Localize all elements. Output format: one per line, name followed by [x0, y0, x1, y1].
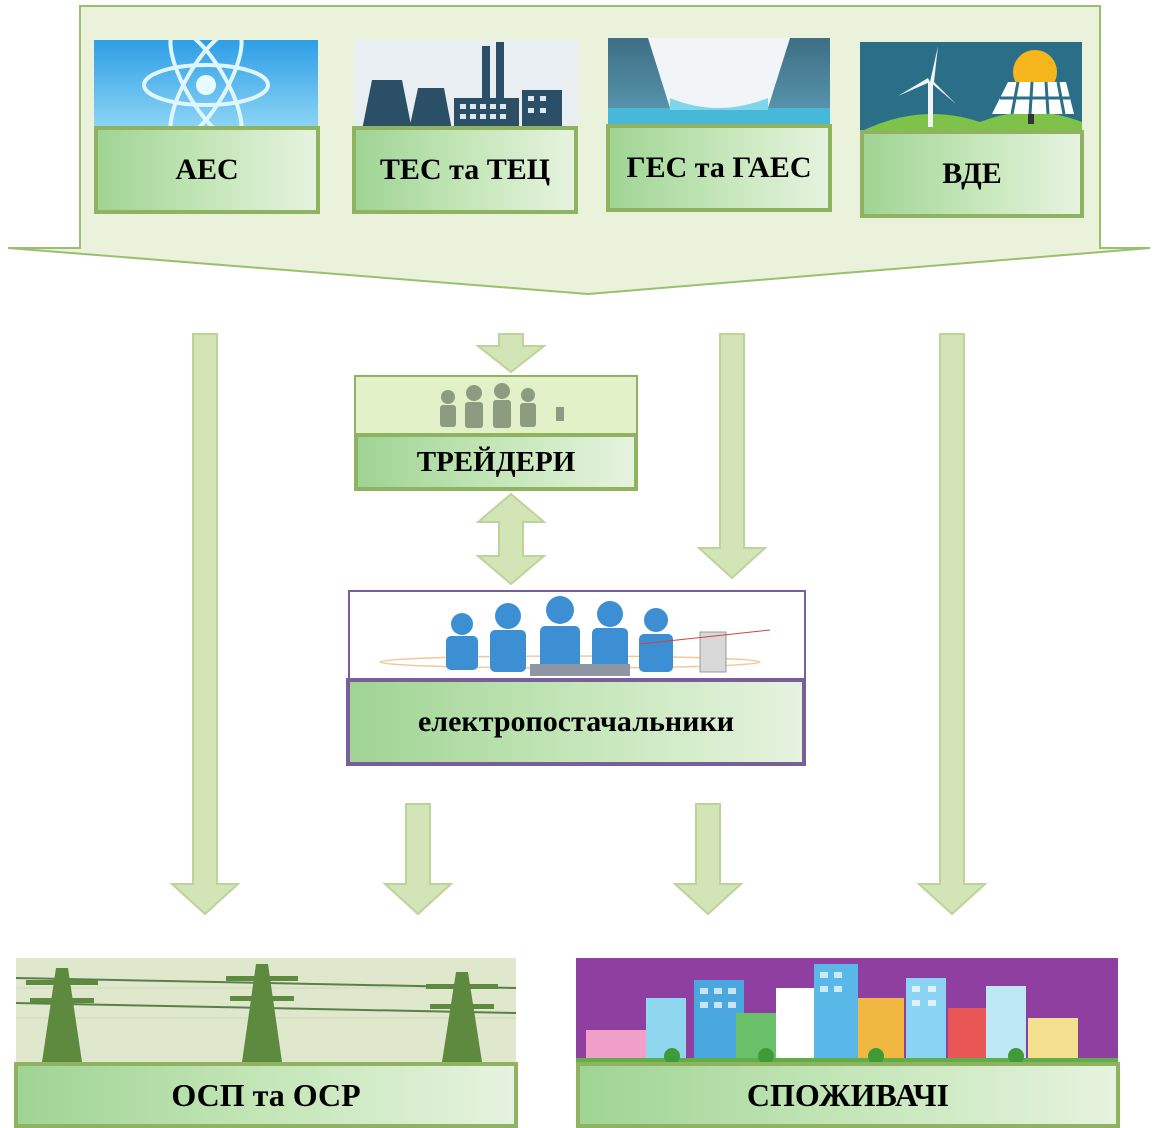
hydro-dam-icon — [608, 38, 830, 126]
arrow-suppliers-to-consumers — [672, 803, 744, 916]
wind-solar-icon — [860, 42, 1082, 132]
operators-label: ОСП та ОСР — [14, 1062, 518, 1128]
generator-ges: ГЕС та ГАЕС — [606, 124, 832, 212]
city-skyline-icon — [576, 958, 1118, 1070]
arrow-suppliers-to-operators — [382, 803, 454, 916]
generator-tes: ТЕС та ТЕЦ — [352, 126, 578, 214]
generator-vde: ВДЕ — [860, 130, 1084, 218]
suppliers-label: електропостачальники — [346, 678, 806, 766]
arrow-generators-to-operators — [169, 333, 241, 916]
atom-icon — [94, 40, 318, 130]
consumers-label: СПОЖИВАЧІ — [576, 1062, 1120, 1128]
people-group-icon — [354, 375, 638, 435]
traders-label: ТРЕЙДЕРИ — [354, 433, 638, 491]
generator-aes: АЕС — [94, 126, 320, 214]
arrow-generators-to-suppliers — [696, 333, 768, 580]
thermal-plant-icon — [354, 40, 578, 130]
suppliers-people-icon — [348, 590, 806, 680]
arrow-generators-to-traders — [475, 333, 547, 374]
power-tower-icon — [16, 958, 516, 1070]
arrow-generators-to-consumers — [916, 333, 988, 916]
arrow-traders-suppliers — [475, 492, 547, 586]
